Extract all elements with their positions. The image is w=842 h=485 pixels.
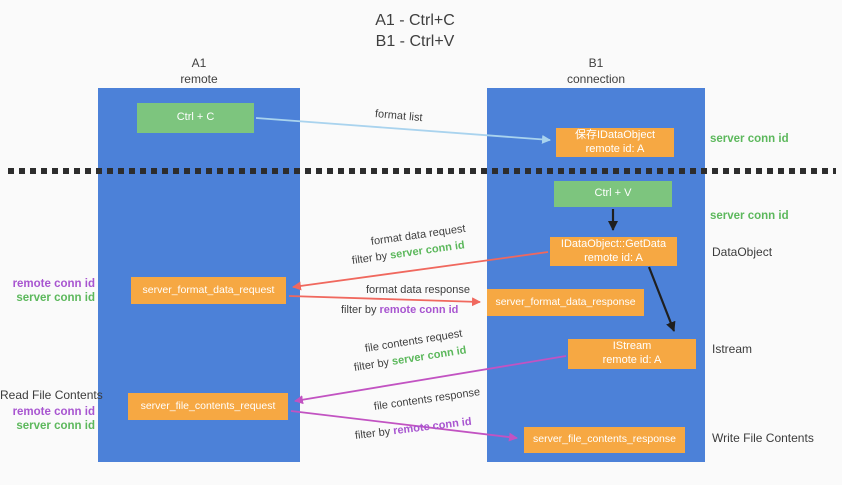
node-server-format-data-request: server_format_data_request xyxy=(131,277,286,304)
label-server-conn-id-right-1: server conn id xyxy=(710,133,789,145)
column-b1-id: B1 xyxy=(588,56,604,70)
node-ctrl-c-label: Ctrl + C xyxy=(176,111,215,124)
column-a1-subtitle: remote xyxy=(180,71,218,86)
filter-by-text: filter by xyxy=(353,356,390,374)
diagram-title: A1 - Ctrl+C B1 - Ctrl+V xyxy=(320,10,510,52)
column-a1-id: A1 xyxy=(191,56,207,70)
node-file-response-label: server_file_contents_response xyxy=(532,433,676,446)
flow-label-format-data-response: format data response xyxy=(366,284,470,296)
node-istream: IStream remote id: A xyxy=(568,339,696,369)
label-remote-conn-id-left-2: remote conn id xyxy=(12,406,95,418)
node-ctrl-c: Ctrl + C xyxy=(137,103,254,133)
remote-conn-id-text: remote conn id xyxy=(392,415,473,438)
node-server-format-data-response: server_format_data_response xyxy=(487,289,644,316)
column-header-a1: A1 remote xyxy=(98,56,300,87)
node-format-request-label: server_format_data_request xyxy=(142,283,275,296)
label-istream: Istream xyxy=(712,342,753,356)
flow-label-file-contents-response: file contents response xyxy=(373,386,481,413)
node-getdata-line2: remote id: A xyxy=(584,251,643,264)
flow-label-format-list: format list xyxy=(374,108,424,125)
node-save-idataobject-line1: 保存IDataObject xyxy=(574,128,656,141)
node-idataobject-getdata: IDataObject::GetData remote id: A xyxy=(550,237,677,266)
flow-label-filter-server-1: filter by server conn id xyxy=(351,239,465,267)
node-ctrl-v: Ctrl + V xyxy=(554,181,672,207)
arrow-format-data-response xyxy=(288,295,481,307)
flow-label-filter-remote-2: filter by remote conn id xyxy=(354,416,472,442)
label-remote-conn-id-left-1: remote conn id xyxy=(12,278,95,290)
label-server-conn-id-left-1: server conn id xyxy=(16,292,95,304)
label-read-file-contents: Read File Contents xyxy=(0,388,103,402)
label-server-conn-id-left-2: server conn id xyxy=(16,420,95,432)
filter-by-text: filter by xyxy=(351,250,388,267)
label-dataobject: DataObject xyxy=(712,245,773,259)
title-line-2: B1 - Ctrl+V xyxy=(375,33,455,51)
node-getdata-line1: IDataObject::GetData xyxy=(560,237,667,250)
remote-conn-id-text: remote conn id xyxy=(379,304,459,316)
filter-by-text: filter by xyxy=(354,425,391,442)
dotted-separator-line xyxy=(8,168,836,174)
node-file-request-label: server_file_contents_request xyxy=(140,399,276,412)
flow-label-filter-remote-1: filter by remote conn id xyxy=(341,304,458,316)
node-server-file-contents-request: server_file_contents_request xyxy=(128,393,288,420)
node-save-idataobject: 保存IDataObject remote id: A xyxy=(556,128,674,157)
node-istream-line2: remote id: A xyxy=(602,354,662,366)
node-ctrl-v-label: Ctrl + V xyxy=(594,187,632,200)
column-b1-subtitle: connection xyxy=(566,71,626,86)
filter-by-text: filter by xyxy=(341,304,377,316)
title-line-1: A1 - Ctrl+C xyxy=(375,12,455,29)
node-server-file-contents-response: server_file_contents_response xyxy=(524,427,685,453)
label-server-conn-id-right-2: server conn id xyxy=(710,210,789,222)
label-write-file-contents: Write File Contents xyxy=(712,431,814,445)
node-istream-line1: IStream xyxy=(612,340,652,353)
column-header-b1: B1 connection xyxy=(487,56,705,87)
node-save-idataobject-line2: remote id: A xyxy=(585,142,645,155)
node-format-response-label: server_format_data_response xyxy=(495,295,636,308)
